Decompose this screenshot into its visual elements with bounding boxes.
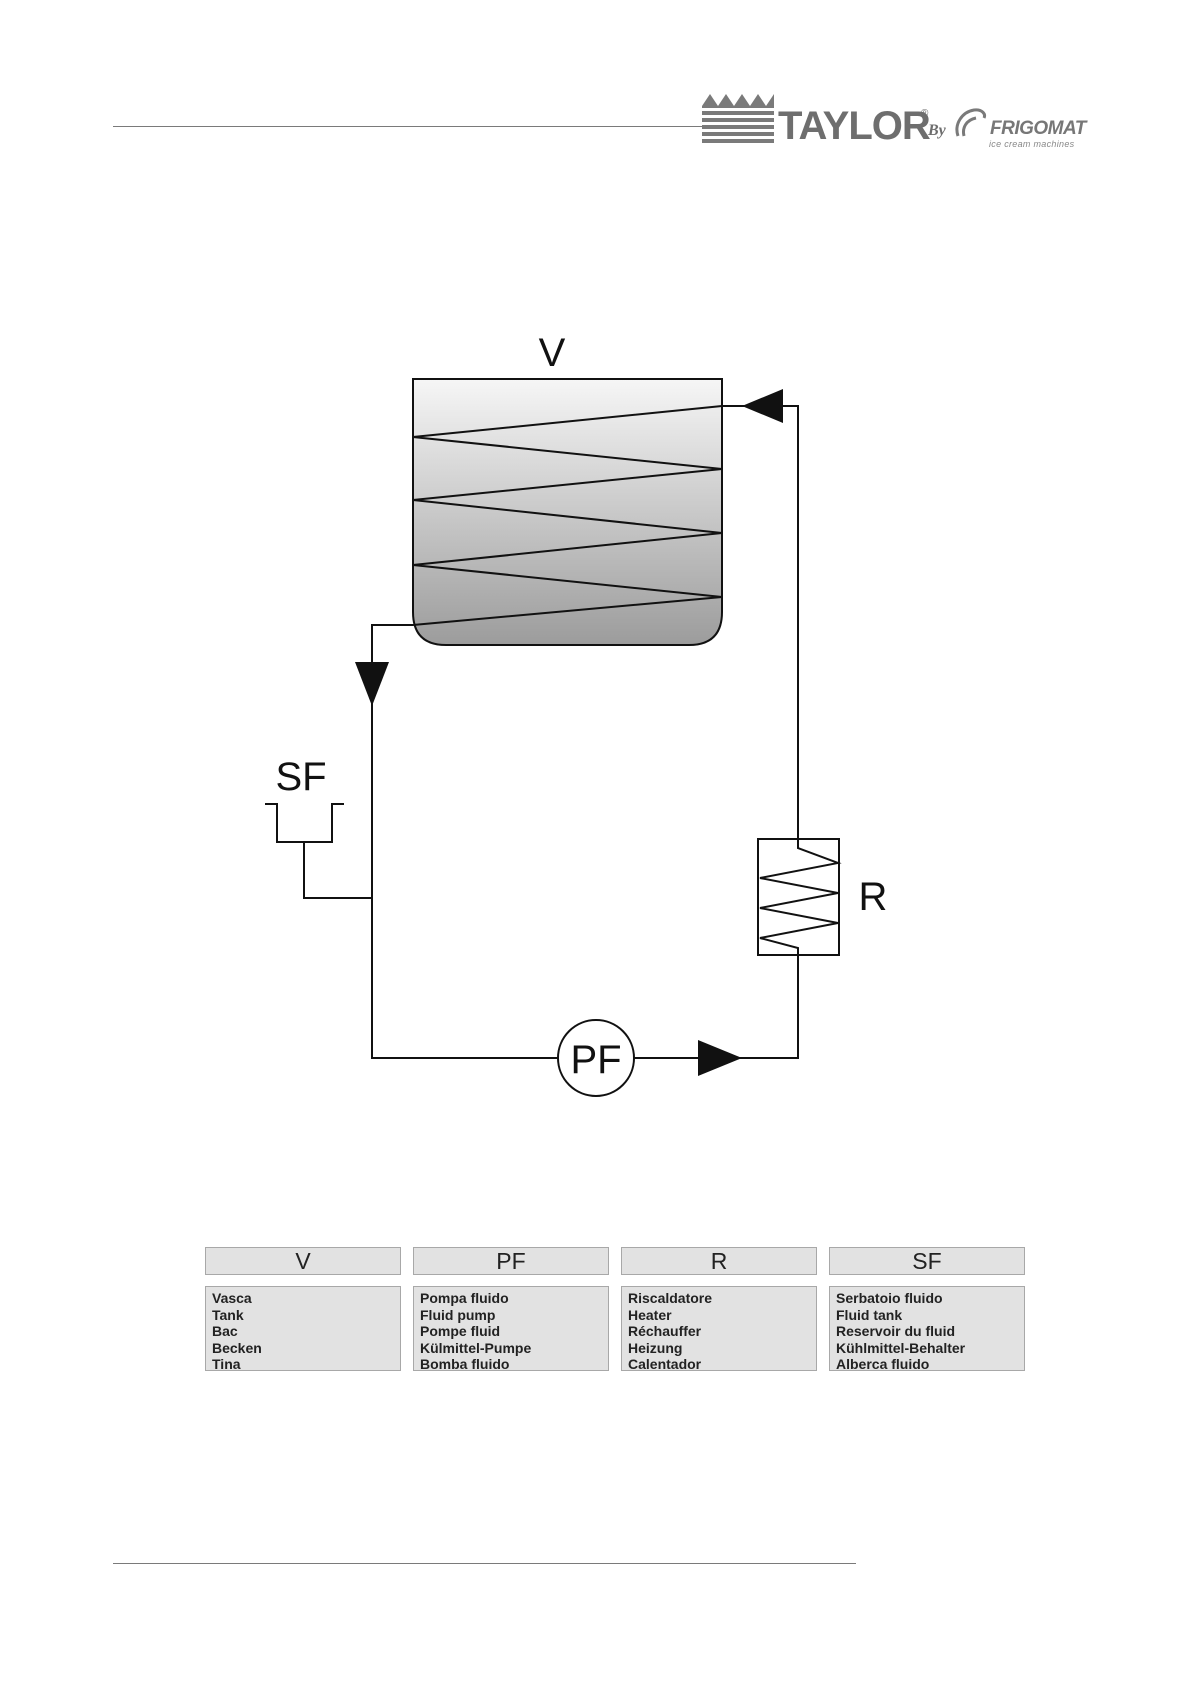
heater-housing xyxy=(758,839,839,955)
legend-item: Fluid tank xyxy=(836,1307,1024,1324)
legend-column-heater: R Riscaldatore Heater Réchauffer Heizung… xyxy=(621,1247,817,1371)
tank-vessel xyxy=(413,379,722,645)
legend-item: Calentador xyxy=(628,1356,816,1373)
pipe-pump-to-heater xyxy=(634,955,798,1058)
legend-item: Pompa fluido xyxy=(420,1290,608,1307)
flow-arrow-down xyxy=(355,662,389,706)
flow-arrow-right xyxy=(698,1040,742,1076)
label-pump: PF xyxy=(570,1038,621,1082)
legend-item: Vasca xyxy=(212,1290,400,1307)
legend-item: Réchauffer xyxy=(628,1323,816,1340)
legend-item: Pompe fluid xyxy=(420,1323,608,1340)
legend-item: Fluid pump xyxy=(420,1307,608,1324)
legend-translations: Riscaldatore Heater Réchauffer Heizung C… xyxy=(621,1286,817,1371)
legend-translations: Vasca Tank Bac Becken Tina xyxy=(205,1286,401,1371)
fluid-tank-connection xyxy=(304,842,372,898)
legend-item: Heizung xyxy=(628,1340,816,1357)
legend-item: Tina xyxy=(212,1356,400,1373)
legend-translations: Pompa fluido Fluid pump Pompe fluid Külm… xyxy=(413,1286,609,1371)
legend-item: Riscaldatore xyxy=(628,1290,816,1307)
pipe-tank-outlet xyxy=(372,625,558,1058)
legend-item: Tank xyxy=(212,1307,400,1324)
fluid-circuit-diagram: V SF R PF xyxy=(0,0,1190,1200)
legend-code: V xyxy=(205,1247,401,1275)
legend-code: PF xyxy=(413,1247,609,1275)
legend-item: Bomba fluido xyxy=(420,1356,608,1373)
legend-item: Kühlmittel-Behalter xyxy=(836,1340,1024,1357)
label-tank: V xyxy=(539,331,566,375)
legend-item: Alberca fluido xyxy=(836,1356,1024,1373)
legend-column-pump: PF Pompa fluido Fluid pump Pompe fluid K… xyxy=(413,1247,609,1371)
legend-translations: Serbatoio fluido Fluid tank Reservoir du… xyxy=(829,1286,1025,1371)
fluid-tank-vessel xyxy=(265,804,344,842)
legend-item: Becken xyxy=(212,1340,400,1357)
legend-item: Serbatoio fluido xyxy=(836,1290,1024,1307)
legend-code: R xyxy=(621,1247,817,1275)
footer-rule xyxy=(113,1563,856,1564)
legend-item: Heater xyxy=(628,1307,816,1324)
legend-column-fluid-tank: SF Serbatoio fluido Fluid tank Reservoir… xyxy=(829,1247,1025,1371)
legend-column-tank: V Vasca Tank Bac Becken Tina xyxy=(205,1247,401,1371)
pipe-heater-to-tank xyxy=(722,406,798,839)
label-fluid-tank: SF xyxy=(275,755,326,799)
legend-item: Bac xyxy=(212,1323,400,1340)
legend-item: Külmittel-Pumpe xyxy=(420,1340,608,1357)
legend-code: SF xyxy=(829,1247,1025,1275)
label-heater: R xyxy=(859,875,888,919)
legend-item: Reservoir du fluid xyxy=(836,1323,1024,1340)
flow-arrow-left xyxy=(742,389,783,423)
